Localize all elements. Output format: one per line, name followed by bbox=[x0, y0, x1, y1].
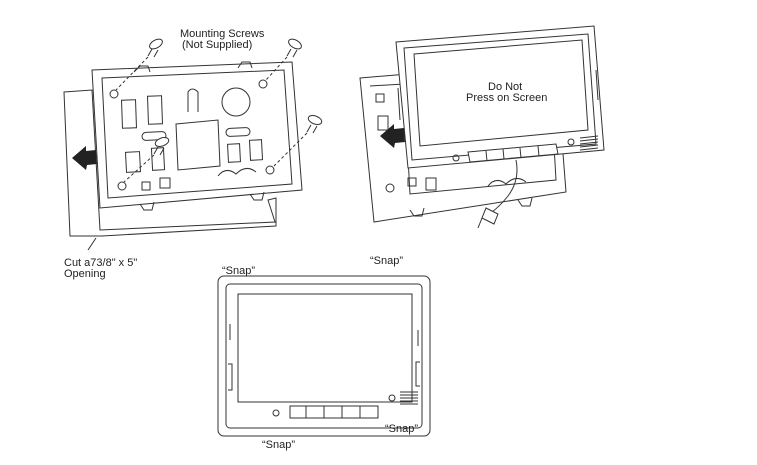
bracket-tab bbox=[237, 61, 253, 69]
screw-icon bbox=[286, 38, 302, 58]
screw-guide-line bbox=[273, 132, 308, 167]
bracket-tab bbox=[409, 207, 425, 217]
monitor-side-clip bbox=[229, 324, 419, 346]
monitor-side-clip bbox=[228, 361, 420, 391]
panel-attach-monitor: Do Not Press on Screen bbox=[359, 25, 605, 229]
control-button-divider bbox=[305, 406, 361, 418]
power-led bbox=[272, 409, 280, 417]
bracket-slot bbox=[141, 131, 167, 141]
bracket-slot bbox=[120, 99, 138, 129]
screw-hole bbox=[258, 79, 268, 89]
bracket-slot bbox=[124, 151, 142, 173]
bracket-hook bbox=[187, 88, 199, 112]
snap-label-top-left: “Snap” bbox=[222, 265, 255, 277]
not-supplied-label: (Not Supplied) bbox=[182, 39, 252, 51]
monitor-cable bbox=[491, 159, 518, 213]
screw-guide-line bbox=[115, 56, 149, 91]
panel-snapped-monitor: “Snap” “Snap” “Snap” “Snap” bbox=[217, 255, 431, 451]
control-button-strip bbox=[467, 143, 559, 163]
bracket-slot bbox=[159, 177, 171, 189]
bracket-center-recess bbox=[175, 119, 221, 171]
cut-leader-line bbox=[87, 237, 97, 251]
bracket-slot bbox=[227, 143, 241, 163]
monitor-bezel bbox=[225, 283, 423, 429]
bracket-frame-inner bbox=[101, 69, 293, 199]
control-button-strip bbox=[289, 405, 379, 419]
bracket-round-hole bbox=[221, 87, 251, 117]
bracket-slot bbox=[225, 127, 251, 137]
control-button-divider bbox=[485, 145, 540, 162]
bracket-slot bbox=[141, 181, 151, 191]
speaker-grille-icon bbox=[400, 391, 418, 405]
screw-hole bbox=[265, 165, 275, 175]
bracket-slot bbox=[248, 139, 264, 161]
screw-guide-line bbox=[123, 154, 155, 183]
bracket-slot bbox=[146, 95, 164, 125]
bracket-tab bbox=[517, 197, 533, 207]
screw-hole bbox=[385, 183, 395, 193]
bracket-tab bbox=[249, 191, 265, 201]
do-not-label: Do Not bbox=[488, 81, 522, 93]
monitor-side-clip bbox=[397, 69, 599, 121]
bracket-cable-notch bbox=[487, 178, 527, 187]
cable-connector-icon bbox=[477, 207, 499, 229]
sensor-icon bbox=[388, 394, 396, 402]
screw-icon bbox=[153, 137, 170, 156]
bracket-cable-notch bbox=[217, 168, 257, 177]
bracket-slot bbox=[407, 177, 417, 187]
sensor-icon bbox=[567, 138, 575, 146]
bracket-slot bbox=[375, 93, 385, 103]
speaker-grille-icon bbox=[579, 135, 599, 151]
snap-label-bottom-right: “Snap” bbox=[385, 423, 418, 435]
screw-icon bbox=[147, 38, 163, 58]
bracket-tab bbox=[133, 65, 151, 73]
screw-hole bbox=[109, 89, 119, 99]
screw-icon bbox=[306, 115, 323, 134]
cut-opening-label: Cut a73/8" x 5" bbox=[64, 257, 137, 269]
power-led bbox=[452, 154, 460, 162]
bracket-tab bbox=[139, 201, 155, 211]
panel-mount-bracket: Mounting Screws (Not Supplied) Cut a73/8… bbox=[63, 28, 323, 280]
press-on-screen-label: Press on Screen bbox=[466, 92, 547, 104]
bracket-slot bbox=[425, 177, 437, 191]
push-arrow-icon bbox=[380, 124, 405, 148]
snap-label-top-right: “Snap” bbox=[370, 255, 403, 267]
push-arrow-icon bbox=[72, 146, 97, 170]
monitor-bezel bbox=[403, 33, 597, 161]
bracket-slot bbox=[377, 115, 389, 131]
screw-hole bbox=[117, 181, 127, 191]
monitor-screen bbox=[237, 293, 413, 403]
opening-label: Opening bbox=[64, 268, 106, 280]
snap-label-bottom-left: “Snap” bbox=[262, 439, 295, 451]
mounting-screws-label: Mounting Screws bbox=[180, 28, 265, 40]
monitor-screen bbox=[413, 39, 589, 147]
